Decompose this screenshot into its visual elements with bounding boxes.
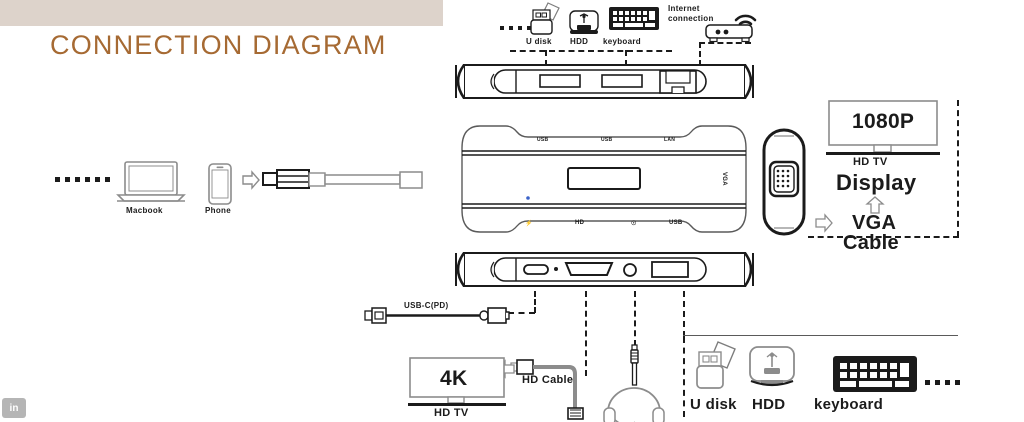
- dash-router-to-hub: [699, 42, 701, 66]
- page-title: CONNECTION DIAGRAM: [50, 30, 387, 60]
- top-dashed-bus: [510, 50, 672, 52]
- tv-4k-label: HD TV: [434, 407, 469, 419]
- bottom-udisk-icon: [694, 340, 742, 392]
- laptop-icon: [115, 160, 187, 204]
- bottom-hdd-icon: [748, 346, 796, 390]
- usb-c-male-connector: [262, 168, 452, 192]
- bottom-keyboard-label: keyboard: [814, 396, 884, 413]
- phone-label: Phone: [205, 206, 231, 215]
- hub-top-port-strip: [452, 62, 757, 104]
- watermark-badge: in: [2, 398, 26, 418]
- hd-cable-label: HD Cable: [522, 374, 574, 386]
- hub-main-body: [448, 118, 760, 240]
- display-label: Display: [836, 170, 917, 195]
- dash-audio-port: [634, 291, 636, 346]
- dash-pd-port: [534, 291, 536, 313]
- hdtv-stand-bar: [826, 152, 940, 155]
- top-keyboard-icon: [608, 6, 660, 31]
- usbc-pd-cable-label: USB-C(PD): [404, 301, 449, 310]
- vga-group-dash-right: [957, 100, 959, 237]
- headset-icon: [602, 386, 666, 422]
- vga-group-dash-bottom: [808, 236, 959, 238]
- dash-udisk-to-hub: [545, 50, 547, 66]
- dash-hdmi-port: [585, 291, 587, 376]
- hub-label-lan: LAN: [664, 137, 676, 143]
- vga-cable-label-line1: VGA: [852, 212, 897, 234]
- hdmi-cable-icon: [510, 358, 586, 420]
- hub-label-hd: HD: [575, 220, 585, 226]
- bottom-keyboard-icon: [832, 355, 918, 393]
- hub-side-label-vga: VGA: [721, 172, 727, 186]
- hdtv-screen-text: 1080P: [852, 110, 915, 133]
- bottom-peripherals-dash: [683, 337, 685, 417]
- top-udisk-label: U disk: [526, 37, 552, 46]
- tv-4k-stand-bar: [408, 403, 506, 406]
- display-arrow-up-icon: [865, 196, 886, 214]
- bottom-udisk-label: U disk: [690, 396, 737, 413]
- tv-4k-screen-text: 4K: [440, 367, 468, 390]
- bottom-ellipsis-dots: [925, 380, 960, 385]
- internet-label-line2: connection: [668, 14, 714, 23]
- header-banner: [0, 0, 443, 26]
- vga-arrow-right-icon: [814, 213, 834, 233]
- hub-label-usb3: USB: [669, 220, 683, 226]
- router-dashed-bus: [699, 42, 751, 44]
- hub-label-audio: ☉: [631, 221, 637, 227]
- hub-label-usb1: USB: [537, 137, 549, 143]
- hdtv-label: HD TV: [853, 156, 888, 168]
- internet-label-line1: Internet: [668, 4, 700, 13]
- wifi-router-icon: [700, 6, 762, 44]
- dash-usb-port: [683, 291, 685, 337]
- top-udisk-icon: [526, 2, 566, 38]
- bottom-hdd-label: HDD: [752, 396, 786, 413]
- tv-4k-icon: [409, 357, 505, 404]
- top-hdd-icon: [568, 10, 600, 36]
- laptop-label: Macbook: [126, 206, 163, 215]
- dash-keyboard-to-hub: [625, 50, 627, 66]
- vga-port-icon: [762, 128, 806, 236]
- hub-label-pd: ⚡: [525, 221, 533, 227]
- audio-jack-icon: [626, 344, 643, 386]
- bottom-right-divider: [683, 335, 958, 336]
- hdtv-1080p-icon: [828, 100, 938, 153]
- top-keyboard-label: keyboard: [603, 37, 641, 46]
- usb-c-cable-icon: [364, 307, 510, 325]
- smartphone-icon: [207, 163, 233, 205]
- dash-pd-horizontal: [508, 312, 535, 314]
- left-arrow-right-icon: [241, 170, 261, 190]
- hub-label-usb2: USB: [601, 137, 613, 143]
- top-hdd-label: HDD: [570, 37, 589, 46]
- hub-bottom-port-strip: [452, 250, 757, 292]
- left-ellipsis-dots: [55, 177, 110, 182]
